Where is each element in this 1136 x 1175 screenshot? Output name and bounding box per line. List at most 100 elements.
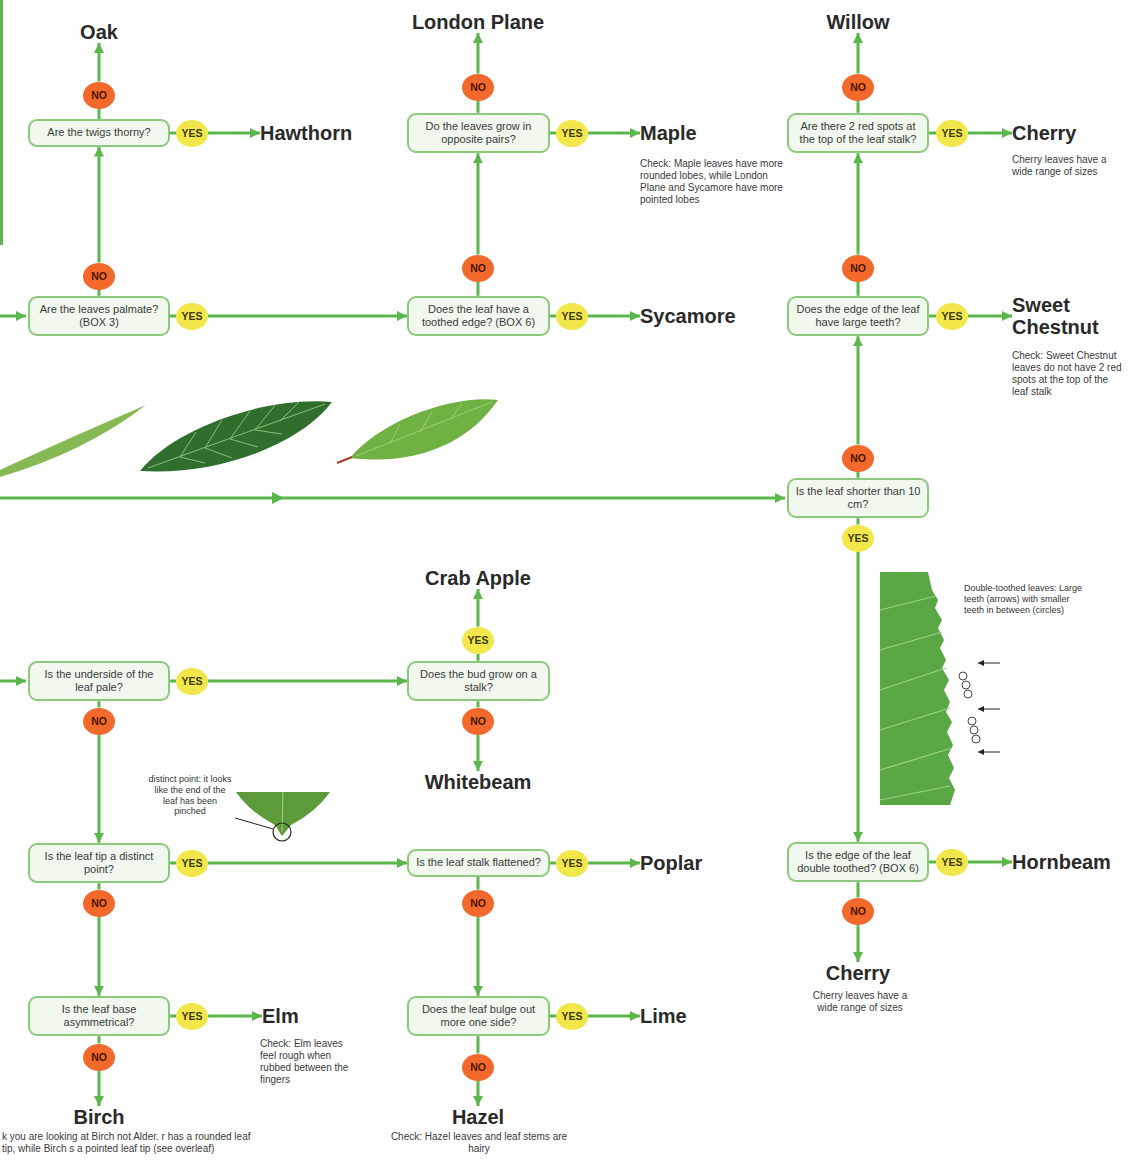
yes-circle: YES [842,525,874,552]
entry-line [0,497,785,500]
yes-circle: YES [936,849,968,876]
answer-text: YES [941,127,962,139]
question-text: Does the leaf have a toothed edge? (BOX … [415,303,542,329]
no-circle: NO [842,74,874,101]
answer-text: YES [181,675,202,687]
connector [929,315,936,318]
answer-text: YES [941,856,962,868]
connector [208,862,407,865]
answer-text: YES [181,1010,202,1022]
answer-text: YES [181,310,202,322]
decision-box: Are the leaves palmate? (BOX 3) [28,296,170,336]
connector [857,336,860,444]
tree-name-text: London Plane [412,11,544,33]
tree-name: Crab Apple [425,567,531,589]
check-note: Check: Elm leaves feel rough when rubbed… [260,1038,350,1086]
no-circle: NO [462,708,494,735]
tree-name: Lime [640,1005,687,1027]
connector [98,147,101,263]
connector [208,1015,262,1018]
question-text: Are the twigs thorny? [36,126,162,139]
answer-text: YES [181,857,202,869]
decision-box: Is the leaf stalk flattened? [407,849,550,876]
question-text: Is the leaf base asymmetrical? [36,1003,162,1029]
connector [98,883,101,889]
connector [857,472,860,478]
answer-text: YES [561,1010,582,1022]
tree-name: London Plane [412,11,544,33]
tree-name-text: Sycamore [640,305,736,327]
no-circle: NO [462,890,494,917]
no-circle: NO [83,263,115,290]
tree-name: HazelCheck: Hazel leaves and leaf stems … [452,1106,504,1128]
question-text: Are there 2 red spots at the top of the … [795,120,921,146]
yes-circle: YES [176,850,208,877]
yes-circle: YES [176,303,208,330]
connector [857,33,860,74]
question-text: Is the leaf tip a distinct point? [36,850,162,876]
answer-text: YES [561,857,582,869]
connector [477,735,480,772]
answer-text: YES [181,127,202,139]
connector [588,315,640,318]
entry-line [0,315,26,318]
answer-text: NO [91,715,107,727]
connector [857,882,860,897]
connector [477,33,480,74]
check-note: Check: Hazel leaves and leaf stems are h… [390,1131,568,1155]
connector [968,861,1012,864]
answer-text: YES [847,532,868,544]
tree-name-text: Whitebeam [425,771,532,793]
tree-name: Sweet ChestnutCheck: Sweet Chestnut leav… [1012,294,1130,338]
connector [857,282,860,296]
connector [857,518,860,524]
tree-name: CherryCherry leaves have a wide range of… [1012,122,1076,144]
mid-arrow [272,492,284,504]
tree-name-text: Lime [640,1005,687,1027]
question-text: Are the leaves palmate? (BOX 3) [36,303,162,329]
no-circle: NO [83,1044,115,1071]
connector [208,680,407,683]
yes-circle: YES [176,668,208,695]
question-text: Is the edge of the leaf double toothed? … [795,849,921,875]
tree-name: MapleCheck: Maple leaves have more round… [640,122,697,144]
connector [208,132,260,135]
tree-name: Sycamore [640,305,736,327]
answer-text: YES [561,310,582,322]
tree-name-text: Willow [826,11,889,33]
decision-box: Does the edge of the leaf have large tee… [787,296,929,336]
annotation-label: Double-toothed leaves: Large teeth (arro… [964,583,1089,615]
check-note: Cherry leaves have a wide range of sizes [810,990,910,1014]
yes-circle: YES [556,1003,588,1030]
question-text: Does the bud grow on a stalk? [415,668,542,694]
no-circle: NO [842,898,874,925]
decision-box: Is the leaf base asymmetrical? [28,996,170,1036]
tree-name-text: Maple [640,122,697,144]
connector [588,132,640,135]
decision-box: Are there 2 red spots at the top of the … [787,113,929,153]
check-note: Cherry leaves have a wide range of sizes [1012,154,1124,178]
connector [98,1071,101,1107]
yes-circle: YES [176,1003,208,1030]
tree-name: Hawthorn [260,122,352,144]
decision-box: Is the leaf shorter than 10 cm? [787,478,929,518]
decision-box: Do the leaves grow in opposite pairs? [407,113,550,153]
connector [98,917,101,996]
connector [477,101,480,113]
answer-text: NO [850,81,866,93]
tree-name-text: Hazel [452,1106,504,1128]
tree-name-text: Birch [73,1106,124,1128]
connector [477,701,480,707]
tree-name-text: Sweet Chestnut [1012,294,1130,338]
connector [588,1015,640,1018]
no-circle: NO [462,1054,494,1081]
tree-name-text: Crab Apple [425,567,531,589]
entry-line [0,680,26,683]
question-text: Is the leaf stalk flattened? [415,856,542,869]
tree-name-text: Hawthorn [260,122,352,144]
tree-name-text: Oak [80,21,118,43]
answer-text: YES [941,310,962,322]
connector [98,1036,101,1043]
answer-text: NO [850,905,866,917]
